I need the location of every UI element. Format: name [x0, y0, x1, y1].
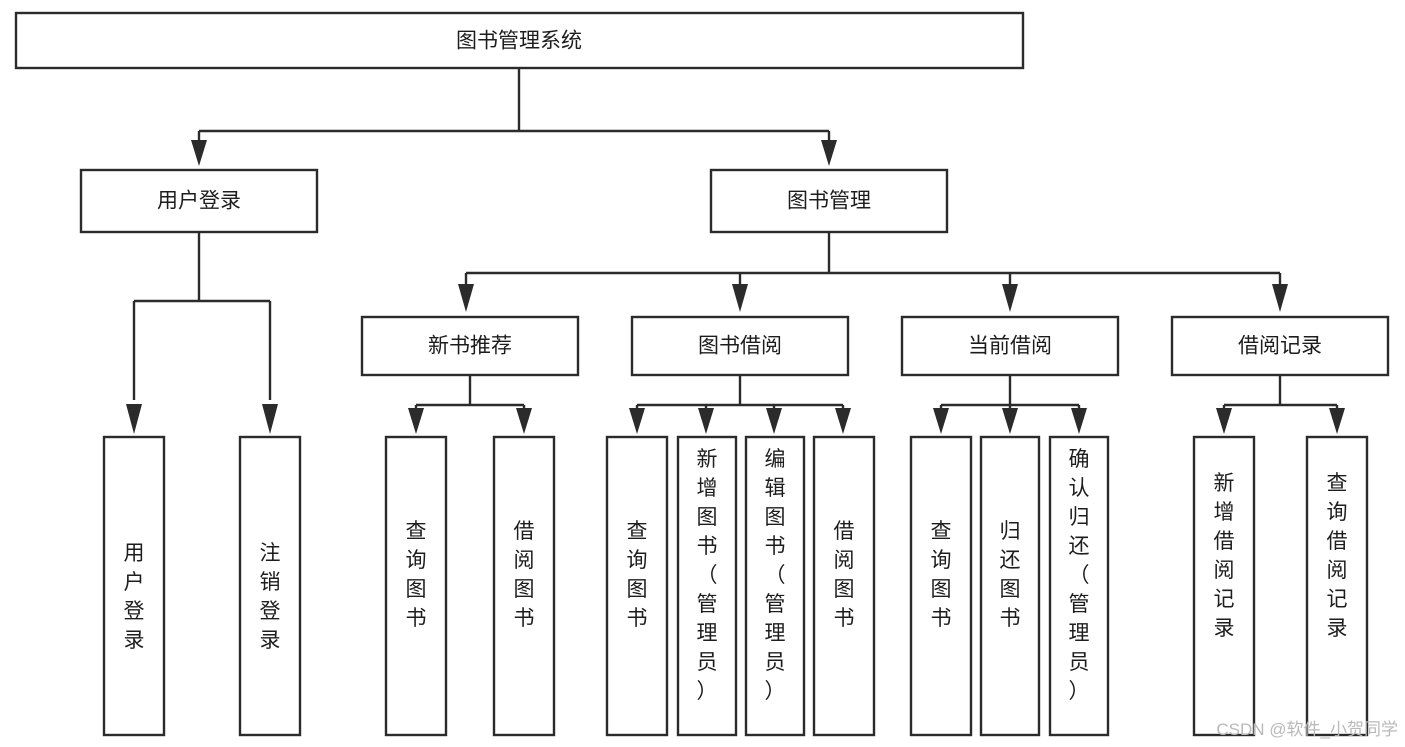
leaf-br-add-record-label: 新增借阅记录 — [1214, 472, 1235, 640]
node-root-system[interactable]: 图书管理系统 — [14, 11, 1025, 70]
leaf-cb-query-book-box[interactable] — [909, 435, 973, 737]
arrow-head-book-borrow — [732, 284, 748, 312]
leaf-node[interactable]: 查询借阅记录 — [1305, 435, 1369, 737]
leaf-bb-add-book-box[interactable] — [676, 435, 738, 737]
leaf-nb-query-book-label: 查询图书 — [406, 520, 427, 630]
leaf-nb-borrow-book-label: 借阅图书 — [514, 520, 535, 630]
connector-group-borrow-record — [1216, 375, 1345, 434]
leaf-node[interactable]: 借阅图书 — [812, 435, 876, 737]
arrow-head-br-leaf-1 — [1216, 408, 1232, 434]
leaf-nb-borrow-book-box[interactable] — [492, 435, 556, 737]
leaf-logout-label: 注销登录 — [260, 542, 281, 652]
connector-group-book-borrow — [629, 375, 851, 434]
node-new-book-recommend[interactable]: 新书推荐 — [360, 315, 580, 377]
leaf-nb-query-book-box[interactable] — [384, 435, 448, 737]
node-new-book-recommend-box[interactable] — [360, 315, 580, 377]
node-user-login-label: 用户登录 — [157, 190, 241, 213]
leaf-node[interactable]: 查询图书 — [605, 435, 669, 737]
leaf-bb-edit-book-box[interactable] — [744, 435, 806, 737]
leaf-node[interactable]: 新增图书（管理员） — [676, 435, 738, 737]
node-book-management-label: 图书管理 — [787, 190, 871, 213]
node-user-login[interactable]: 用户登录 — [79, 168, 319, 234]
leaf-bb-query-book-box[interactable] — [605, 435, 669, 737]
csdn-watermark: CSDN @软件_小贺同学 — [1216, 720, 1398, 739]
leaf-node[interactable]: 注销登录 — [238, 435, 302, 737]
leaf-node[interactable]: 确认归还（管理员） — [1048, 435, 1110, 737]
node-borrow-record[interactable]: 借阅记录 — [1170, 315, 1390, 377]
connector-group-user-login — [126, 232, 278, 434]
connector-group-root — [191, 68, 837, 166]
leaf-cb-query-book-label: 查询图书 — [931, 520, 952, 630]
node-book-management-box[interactable] — [709, 168, 949, 234]
node-current-borrow[interactable]: 当前借阅 — [900, 315, 1120, 377]
arrow-head-newbook-leaf-2 — [516, 408, 532, 434]
leaf-bb-query-book-label: 查询图书 — [627, 520, 648, 630]
leaf-logout-box[interactable] — [238, 435, 302, 737]
node-user-login-box[interactable] — [79, 168, 319, 234]
arrow-head-bb-leaf-3 — [766, 408, 782, 434]
arrow-head-br-leaf-2 — [1329, 408, 1345, 434]
leaf-node[interactable]: 查询图书 — [384, 435, 448, 737]
node-borrow-record-label: 借阅记录 — [1238, 335, 1322, 358]
leaf-br-query-record-box[interactable] — [1305, 435, 1369, 737]
arrow-head-current-borrow — [1002, 284, 1018, 312]
leaf-bb-edit-book-label: 编辑图书（管理员） — [765, 448, 786, 703]
leaf-node[interactable]: 查询图书 — [909, 435, 973, 737]
leaf-node[interactable]: 新增借阅记录 — [1192, 435, 1256, 737]
node-book-borrow-box[interactable] — [630, 315, 850, 377]
arrow-head-bb-leaf-4 — [835, 408, 851, 434]
arrow-head-book-manage — [821, 140, 837, 166]
arrow-head-leaf-user-login-1 — [126, 404, 142, 434]
node-new-book-recommend-label: 新书推荐 — [428, 335, 512, 358]
leaf-bb-borrow-book-box[interactable] — [812, 435, 876, 737]
arrow-head-new-book — [458, 284, 474, 312]
leaf-bb-borrow-book-label: 借阅图书 — [834, 520, 855, 630]
arrow-head-cb-leaf-3 — [1071, 408, 1087, 434]
leaf-cb-return-book-box[interactable] — [979, 435, 1041, 737]
leaf-cb-confirm-return-box[interactable] — [1048, 435, 1110, 737]
leaf-user-login-label: 用户登录 — [124, 542, 145, 652]
node-book-borrow-label: 图书借阅 — [698, 335, 782, 358]
node-current-borrow-label: 当前借阅 — [968, 335, 1052, 358]
leaf-br-query-record-label: 查询借阅记录 — [1327, 472, 1348, 640]
leaf-node[interactable]: 用户登录 — [102, 435, 166, 737]
arrow-head-cb-leaf-1 — [933, 408, 949, 434]
leaf-br-add-record-box[interactable] — [1192, 435, 1256, 737]
leaf-node[interactable]: 借阅图书 — [492, 435, 556, 737]
leaf-node[interactable]: 编辑图书（管理员） — [744, 435, 806, 737]
node-current-borrow-box[interactable] — [900, 315, 1120, 377]
connector-group-new-book — [408, 375, 532, 434]
arrow-head-newbook-leaf-1 — [408, 408, 424, 434]
node-root-system-label: 图书管理系统 — [456, 30, 582, 53]
arrow-head-bb-leaf-1 — [629, 408, 645, 434]
leaf-bb-add-book-label: 新增图书（管理员） — [697, 448, 718, 703]
arrow-head-user-login — [191, 140, 207, 166]
leaf-node[interactable]: 归还图书 — [979, 435, 1041, 737]
node-book-management[interactable]: 图书管理 — [709, 168, 949, 234]
leaf-cb-return-book-label: 归还图书 — [1000, 520, 1021, 630]
connector-group-book-manage — [458, 232, 1288, 312]
arrow-head-leaf-user-login-2 — [262, 404, 278, 434]
node-root-system-box[interactable] — [14, 11, 1025, 70]
leaf-cb-confirm-return-label: 确认归还（管理员） — [1069, 448, 1090, 703]
arrow-head-bb-leaf-2 — [698, 408, 714, 434]
leaf-user-login-box[interactable] — [102, 435, 166, 737]
node-book-borrow[interactable]: 图书借阅 — [630, 315, 850, 377]
arrow-head-borrow-record — [1272, 284, 1288, 312]
connector-group-current-borrow — [933, 375, 1087, 434]
arrow-head-cb-leaf-2 — [1002, 408, 1018, 434]
node-borrow-record-box[interactable] — [1170, 315, 1390, 377]
